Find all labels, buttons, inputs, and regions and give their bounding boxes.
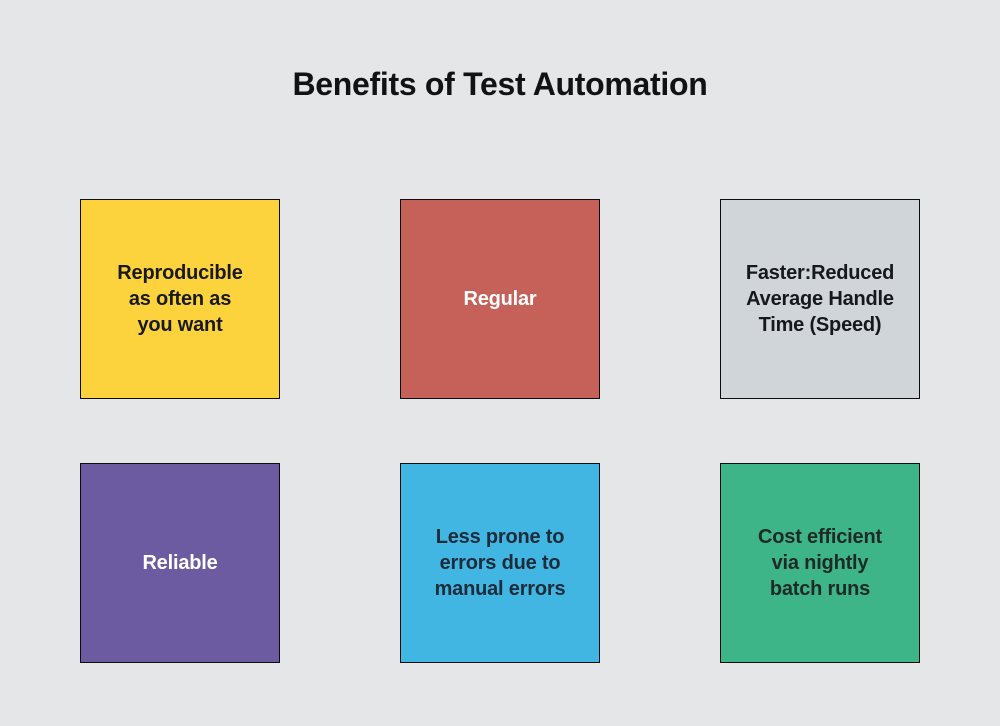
card-regular: Regular — [400, 199, 600, 399]
diagram-title: Benefits of Test Automation — [292, 66, 708, 102]
card-cost-efficient-label: Cost efficient via nightly batch runs — [758, 526, 882, 600]
card-faster-label: Faster:Reduced Average Handle Time (Spee… — [745, 262, 895, 336]
card-reproducible: Reproducible as often as you want — [80, 199, 280, 399]
card-reproducible-label: Reproducible as often as you want — [117, 262, 243, 336]
card-regular-label: Regular — [463, 288, 537, 310]
card-reliable: Reliable — [80, 463, 280, 663]
card-cost-efficient: Cost efficient via nightly batch runs — [720, 463, 920, 663]
card-faster: Faster:Reduced Average Handle Time (Spee… — [720, 199, 920, 399]
card-less-errors: Less prone to errors due to manual error… — [400, 463, 600, 663]
card-reliable-label: Reliable — [142, 552, 218, 574]
card-less-errors-label: Less prone to errors due to manual error… — [434, 526, 566, 600]
